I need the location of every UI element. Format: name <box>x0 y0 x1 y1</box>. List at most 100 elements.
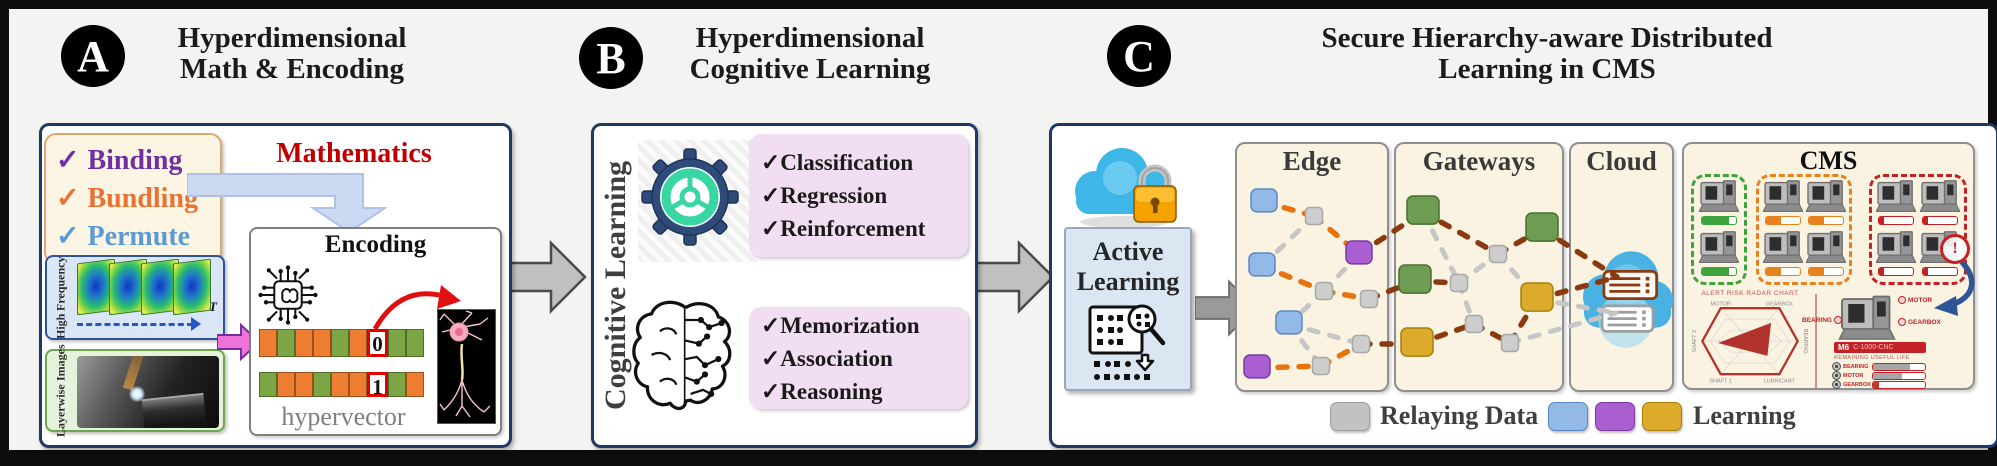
layerwise-images-input-box: Layerwise Images <box>45 344 225 437</box>
rul-row-motor: MOTOR <box>1832 371 1952 380</box>
math-flow-arrow-icon <box>187 173 387 234</box>
machine-health-bar <box>1807 216 1844 225</box>
gateways-column: Gateways <box>1394 142 1564 392</box>
tag-bearing: BEARING <box>1802 316 1842 324</box>
radar-axis-shaft2: SHAFT 2 <box>1692 330 1698 353</box>
panel-b-title-line1: Hyperdimensional <box>695 22 925 54</box>
rul-bar <box>1872 380 1926 389</box>
rul-label: BEARING <box>1843 363 1869 370</box>
hd-op-label: Permute <box>87 220 191 252</box>
hypervector-cell <box>349 372 367 397</box>
panel-a-title: Hyperdimensional Math & Encoding <box>127 23 457 85</box>
dashboard-divider <box>1815 294 1817 388</box>
time-axis-arrowhead-icon <box>191 317 201 331</box>
laser-spark-image <box>129 386 145 402</box>
check-icon: ✓ <box>761 378 781 404</box>
memory-tasks-box: ✓Memorization ✓Association ✓Reasoning <box>749 307 968 409</box>
hypervector-cell <box>388 329 406 357</box>
learning-tasks-box: ✓Classification ✓Regression ✓ Reinforceme… <box>749 134 968 257</box>
legend-relay-label: Relaying Data <box>1380 401 1539 430</box>
radar-axis-shaft1: SHAFT 1 <box>1709 378 1732 384</box>
task-label: Classification <box>780 150 914 175</box>
check-icon: ✓ <box>761 150 781 175</box>
hd-op-bundling: ✓Bundling <box>56 180 220 218</box>
panel-c-box: Active Learning <box>1049 123 1997 448</box>
task-classification: ✓Classification <box>761 146 968 179</box>
rul-row-bearing: BEARING <box>1832 362 1952 371</box>
neuron-image <box>437 309 496 424</box>
machine-health-bar <box>1807 266 1844 276</box>
check-icon: ✓ <box>56 220 80 252</box>
tag-gearbox: GEARBOX <box>1898 318 1941 326</box>
cnc-machine-icon <box>1874 179 1918 225</box>
hypervector-cell <box>313 329 331 357</box>
brain-circuit-icon <box>632 300 732 411</box>
task-label: Reasoning <box>780 378 883 404</box>
motor-dot-icon <box>1898 296 1906 304</box>
alert-risk-radar-title: ALERT RISK RADAR CHART <box>1701 290 1799 297</box>
mathematics-label: Mathematics <box>276 138 432 169</box>
alert-risk-radar-chart: MOTOR GEARBOX BEARING LUBRICANT SHAFT 1 … <box>1692 301 1808 384</box>
cnc-machine-icon <box>1804 230 1847 276</box>
active-learning-line1: Active <box>1092 237 1164 266</box>
gateways-column-title: Gateways <box>1422 146 1536 176</box>
machine-health-bar <box>1701 216 1737 225</box>
machine-group-healthy <box>1691 174 1747 285</box>
cnc-machine-icon <box>1761 179 1804 225</box>
hypervector-cell <box>406 372 424 397</box>
hypervector-cell <box>277 329 295 357</box>
machine-group-critical: ! <box>1869 174 1970 285</box>
hypervector-cell <box>295 372 313 397</box>
edge-column: Edge <box>1235 142 1389 392</box>
machine-health-bar <box>1878 266 1914 276</box>
rul-bar <box>1872 362 1926 371</box>
machine-id: M6 <box>1838 343 1850 352</box>
secure-cloud-lock-icon <box>1075 148 1177 228</box>
layerwise-label-line2: Images <box>53 344 68 381</box>
machine-health-bar <box>1922 216 1958 225</box>
high-frequency-label-line1: High <box>53 313 68 339</box>
panel-a-badge: A <box>61 25 125 87</box>
hypervector-bit: 0 <box>367 329 388 357</box>
rul-label: MOTOR <box>1843 372 1864 379</box>
hypervector-bit: 1 <box>367 372 388 399</box>
task-reasoning: ✓Reasoning <box>761 375 968 408</box>
workpiece-image <box>141 392 207 428</box>
task-regression: ✓Regression <box>761 179 968 212</box>
machine-group-warning <box>1756 174 1852 285</box>
panel-b-title-line2: Cognitive Learning <box>689 53 931 85</box>
check-icon: ✓ <box>761 312 781 338</box>
high-frequency-label: High Frequency <box>47 256 75 339</box>
machine-model: C-1000-CNC <box>1853 344 1894 351</box>
cnc-machine-icon <box>1696 179 1742 225</box>
chip-brain-icon <box>258 265 318 325</box>
encoding-title: Encoding <box>324 231 427 258</box>
panel-b-title: Hyperdimensional Cognitive Learning <box>645 23 975 85</box>
machine-health-bar <box>1701 266 1737 276</box>
machine-health-bar <box>1764 216 1801 225</box>
hypervector-cell <box>331 329 349 357</box>
component-icon <box>1832 371 1841 380</box>
panel-b-box: Cognitive Learning <box>591 123 978 448</box>
radar-axis-bearing: BEARING <box>1802 329 1808 354</box>
active-learning-data-search-icon <box>1088 304 1166 380</box>
machine-health-bar <box>1878 216 1914 225</box>
cms-column: CMS ! ALERT RISK RADAR CHART MOT <box>1682 142 1975 390</box>
cloud-column: Cloud <box>1569 142 1674 392</box>
arrow-a-to-b-icon <box>507 239 587 315</box>
check-icon: ✓ <box>56 144 80 176</box>
cms-dashboard-machine-icon <box>1838 295 1896 340</box>
panel-c-title-line2: Learning in CMS <box>1438 53 1656 85</box>
legend-learning-label: Learning <box>1693 401 1796 430</box>
machine-alert-icon: ! <box>1940 233 1970 264</box>
hd-op-binding: ✓Binding <box>56 142 220 180</box>
figure-canvas: A Hyperdimensional Math & Encoding B Hyp… <box>9 9 1997 450</box>
task-association: ✓Association <box>761 342 968 375</box>
layerwise-label-line1: Layerwise <box>53 384 68 437</box>
panel-a-title-line2: Math & Encoding <box>180 53 404 85</box>
rul-row-gearbox: GEARBOX <box>1832 380 1952 389</box>
task-label: Reinforcement <box>780 216 926 241</box>
hypervector-cell <box>331 372 349 397</box>
encoding-box: Encoding <box>249 227 502 436</box>
